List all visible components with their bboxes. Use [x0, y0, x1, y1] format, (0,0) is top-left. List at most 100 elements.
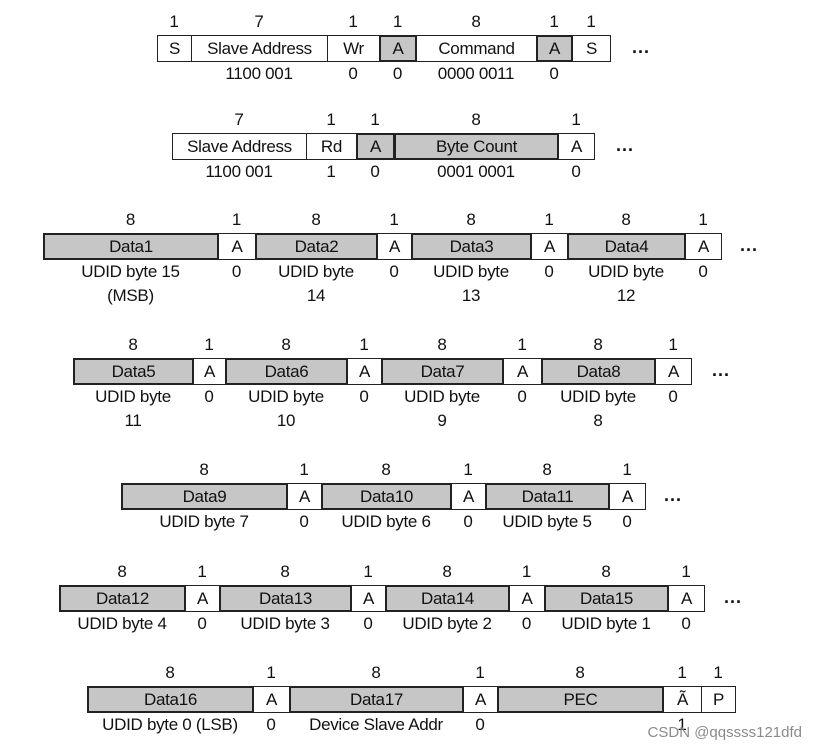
bit-width-label: 1 — [389, 210, 399, 229]
field-data10: Data10 — [321, 483, 452, 510]
bit-width-label: 1 — [463, 460, 473, 479]
bit-width-label: 1 — [169, 12, 179, 31]
field-value-label: 0 — [359, 387, 369, 406]
field-value-label: 0 — [698, 262, 708, 281]
bit-width-label: 1 — [677, 663, 687, 682]
bit-width-label: 8 — [601, 562, 611, 581]
field-a: A — [356, 133, 395, 160]
field-a: A — [377, 233, 412, 260]
continuation-ellipsis: ... — [616, 135, 635, 155]
bit-width-label: 1 — [266, 663, 276, 682]
field-value-label: 0 — [549, 64, 559, 83]
field-a: A — [668, 585, 705, 612]
field-a: A — [347, 358, 382, 385]
field-s: S — [572, 35, 611, 62]
field-wr: Wr — [327, 35, 380, 62]
field-value-label: 0 — [389, 262, 399, 281]
field--: Ã — [663, 686, 702, 713]
continuation-ellipsis: ... — [740, 235, 759, 255]
bit-width-label: 8 — [281, 335, 291, 354]
field-data3: Data3 — [411, 233, 532, 260]
field-a: A — [451, 483, 486, 510]
field-data17: Data17 — [289, 686, 464, 713]
field-value-label: 1 — [326, 162, 336, 181]
field-value-label: 0000 0011 — [437, 64, 515, 83]
bit-width-label: 8 — [471, 12, 481, 31]
field-value-label: 1100 001 — [205, 162, 273, 181]
bit-width-label: 1 — [359, 335, 369, 354]
bit-width-label: 1 — [475, 663, 485, 682]
field-value-label: 0 — [266, 715, 276, 734]
bit-width-label: 8 — [442, 562, 452, 581]
field-value-label: UDID byte 6 — [341, 512, 431, 531]
bit-width-label: 8 — [575, 663, 585, 682]
field-value-label: 0 — [463, 512, 473, 531]
bit-width-label: 1 — [544, 210, 554, 229]
field-value-label: 0 — [231, 262, 242, 281]
field-value-label: 0 — [204, 387, 214, 406]
field-a: A — [531, 233, 568, 260]
field-value-label: 0 — [668, 387, 678, 406]
field-slave-address: Slave Address — [172, 133, 307, 160]
continuation-ellipsis: ... — [632, 37, 651, 57]
field-value-label: UDID byte 1 — [561, 614, 651, 633]
field-a: A — [509, 585, 545, 612]
field-a: A — [655, 358, 692, 385]
field-value-label: UDID byte 2 — [402, 614, 492, 633]
continuation-ellipsis: ... — [724, 587, 743, 607]
bit-width-label: 1 — [517, 335, 527, 354]
field-data1: Data1 — [43, 233, 219, 260]
bit-width-label: 1 — [204, 335, 214, 354]
watermark: CSDN @qqssss121dfd — [647, 724, 802, 741]
field-a: A — [193, 358, 226, 385]
field-a: A — [218, 233, 256, 260]
bit-width-label: 8 — [471, 110, 481, 129]
field-value-label: 0001 0001 — [437, 162, 515, 181]
field-value-label: 0 — [681, 614, 691, 633]
field-data8: Data8 — [541, 358, 656, 385]
field-a: A — [609, 483, 646, 510]
bit-width-label: 1 — [622, 460, 632, 479]
bit-width-label: 8 — [128, 335, 138, 354]
field-data7: Data7 — [381, 358, 504, 385]
field-value-label: UDID byte 15(MSB) — [81, 262, 180, 305]
bit-width-label: 8 — [381, 460, 391, 479]
field-a: A — [253, 686, 290, 713]
field-data5: Data5 — [73, 358, 194, 385]
field-value-label: UDID byte 0 (LSB) — [102, 715, 238, 734]
bit-width-label: 1 — [713, 663, 723, 682]
bit-width-label: 8 — [165, 663, 175, 682]
bit-width-label: 1 — [299, 460, 309, 479]
field-byte-count: Byte Count — [394, 133, 559, 160]
bit-width-label: 8 — [621, 210, 631, 229]
field-a: A — [379, 35, 417, 62]
bit-width-label: 1 — [586, 12, 596, 31]
field-a: A — [536, 35, 573, 62]
field-data15: Data15 — [544, 585, 669, 612]
bit-width-label: 8 — [117, 562, 127, 581]
field-value-label: 0 — [521, 614, 532, 633]
field-slave-address: Slave Address — [191, 35, 328, 62]
bit-width-label: 1 — [549, 12, 559, 31]
field-pec: PEC — [497, 686, 664, 713]
field-data11: Data11 — [485, 483, 610, 510]
bit-width-label: 1 — [197, 562, 207, 581]
field-value-label: 0 — [475, 715, 485, 734]
field-data2: Data2 — [255, 233, 378, 260]
field-value-label: 0 — [370, 162, 380, 181]
field-a: A — [351, 585, 386, 612]
field-data9: Data9 — [121, 483, 288, 510]
field-value-label: UDID byte 3 — [240, 614, 330, 633]
bit-width-label: 1 — [668, 335, 678, 354]
field-value-label: 0 — [348, 64, 358, 83]
field-value-label: 0 — [392, 64, 403, 83]
bit-width-label: 8 — [280, 562, 290, 581]
